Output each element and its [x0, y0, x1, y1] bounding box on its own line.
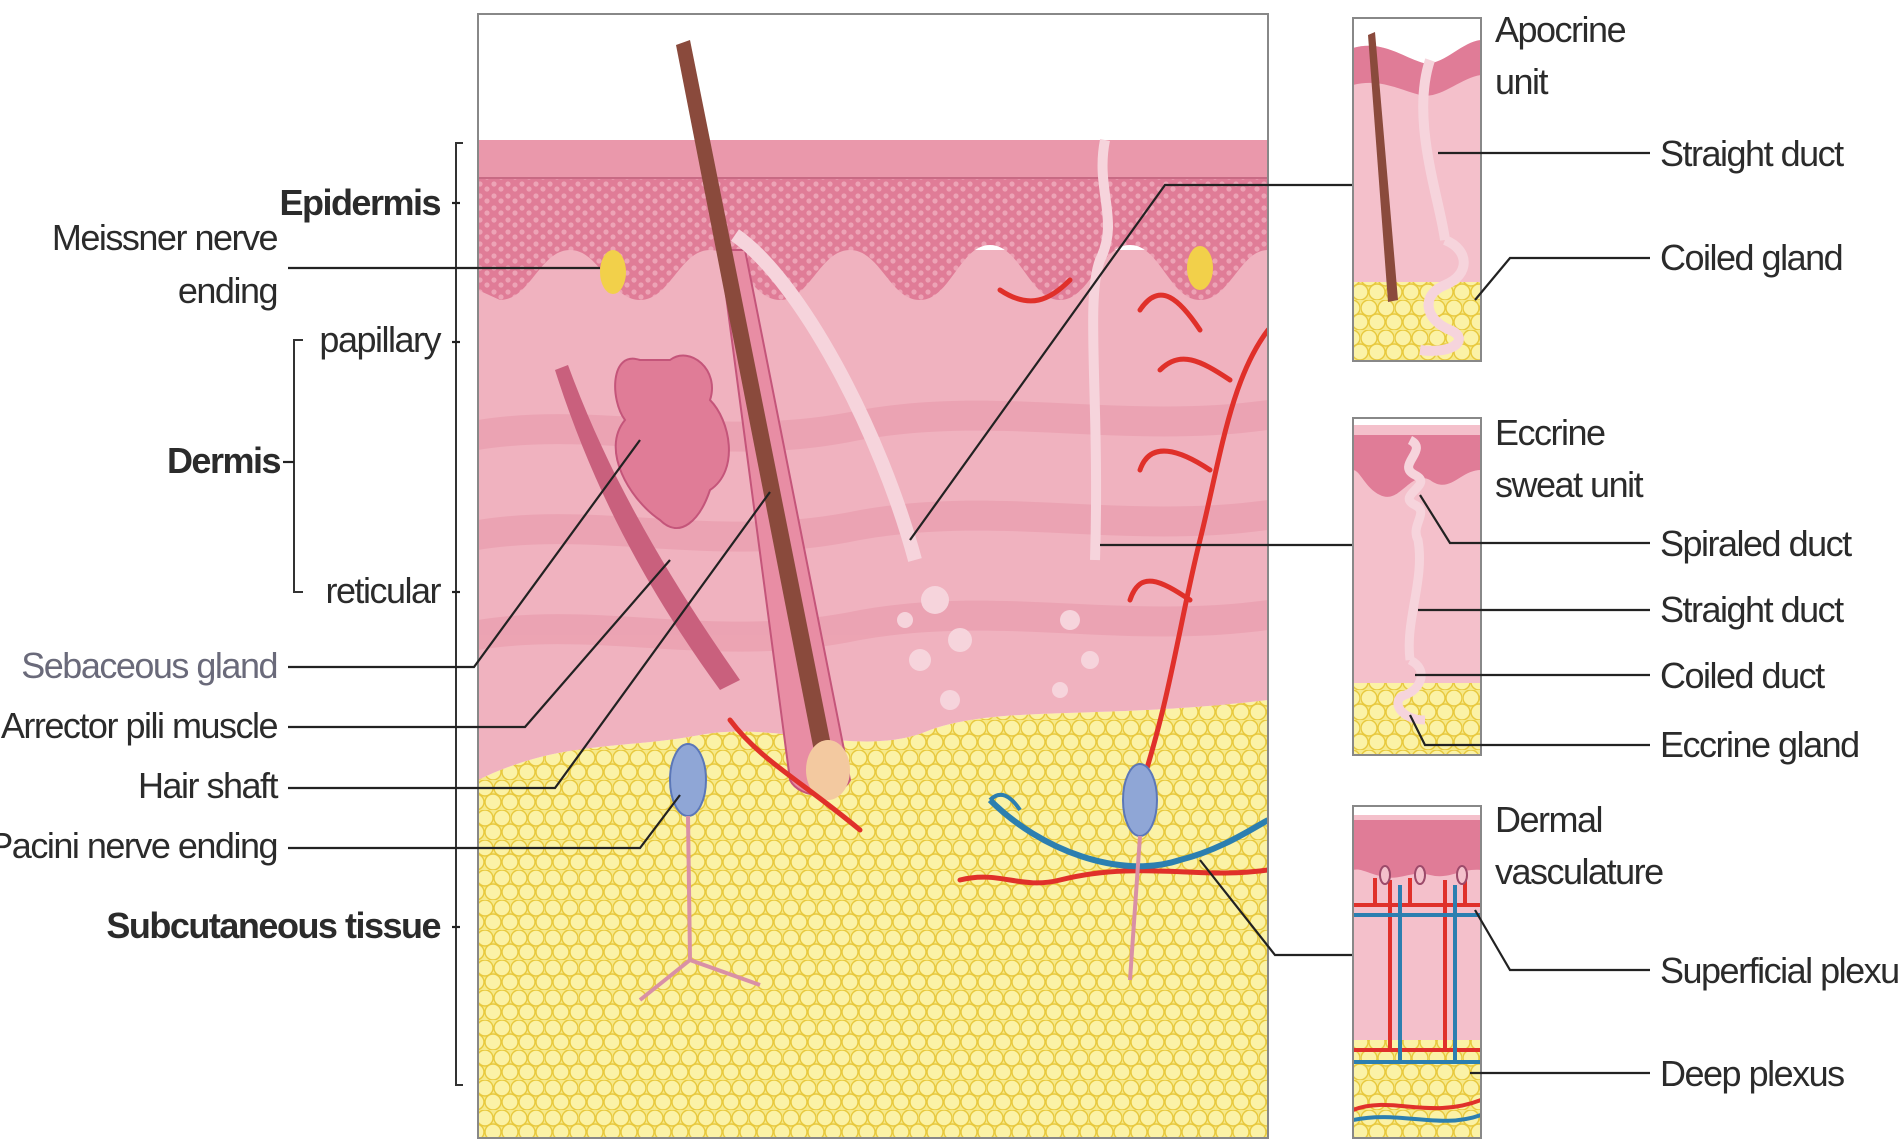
main-skin-cross-section: [478, 14, 1268, 1138]
eccrine-straight-duct: Straight duct: [1660, 589, 1844, 630]
apocrine-title-line2: unit: [1495, 61, 1549, 102]
stratum-corneum: [478, 140, 1268, 178]
apocrine-straight-duct: Straight duct: [1660, 133, 1844, 174]
apocrine-title-line1: Apocrine: [1495, 9, 1626, 50]
pacini-corpuscle: [1123, 764, 1157, 836]
eccrine-inset: [1353, 418, 1481, 755]
eccrine-gland: Eccrine gland: [1660, 724, 1859, 765]
label-meissner-line1: Meissner nerve: [52, 217, 278, 258]
meissner-corpuscle: [600, 250, 626, 294]
leader-apocrine-coiled-gland: [1475, 258, 1650, 300]
label-sebaceous-gland: Sebaceous gland: [21, 645, 277, 686]
apocrine-inset: [1353, 18, 1481, 361]
leader-superficial-plexus: [1475, 910, 1650, 970]
eccrine-title-line2: sweat unit: [1495, 464, 1644, 505]
meissner-corpuscle: [1187, 246, 1213, 290]
dermal-title-line1: Dermal: [1495, 799, 1602, 840]
label-papillary: papillary: [319, 319, 441, 360]
eccrine-spiraled-duct: Spiraled duct: [1660, 523, 1852, 564]
apocrine-coiled-gland: Coiled gland: [1660, 237, 1842, 278]
label-hair-shaft: Hair shaft: [138, 765, 279, 806]
pacini-corpuscle: [670, 744, 706, 816]
label-epidermis: Epidermis: [279, 182, 440, 223]
dermal-deep-plexus: Deep plexus: [1660, 1053, 1844, 1094]
dermal-vasculature-inset: [1353, 806, 1481, 1138]
label-meissner-line2: ending: [178, 270, 277, 311]
label-pacini: Pacini nerve ending: [0, 825, 277, 866]
dermal-title-line2: vasculature: [1495, 851, 1663, 892]
label-arrector-pili: Arrector pili muscle: [1, 705, 278, 746]
eccrine-title-line1: Eccrine: [1495, 412, 1605, 453]
label-dermis: Dermis: [167, 440, 281, 481]
label-reticular: reticular: [325, 570, 441, 611]
eccrine-coiled-duct: Coiled duct: [1660, 655, 1825, 696]
dermal-superficial-plexus: Superficial plexus: [1660, 950, 1899, 991]
label-subcutaneous: Subcutaneous tissue: [106, 905, 440, 946]
